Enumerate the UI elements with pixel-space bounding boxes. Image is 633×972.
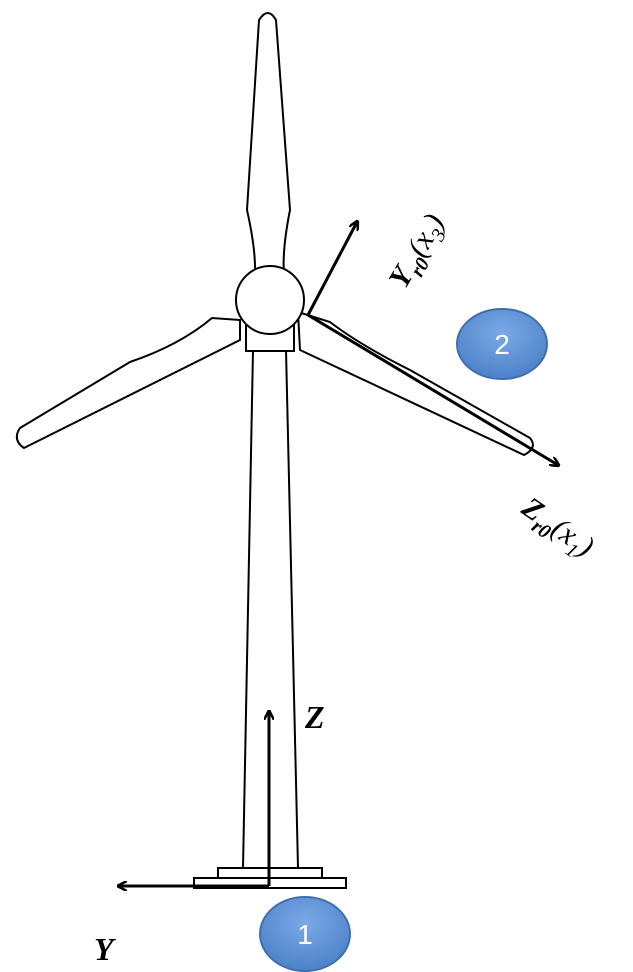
z-r0-label: Zr0(x1): [512, 490, 600, 568]
svg-text:Zr0(x1): Zr0(x1): [512, 490, 600, 568]
blade-up: [245, 12, 292, 276]
frame-1-badge: 1: [259, 896, 351, 972]
svg-text:Yr0(x3): Yr0(x3): [382, 208, 456, 296]
y-r0-axis-arrow: [306, 222, 357, 316]
z-r0-axis-arrow: [307, 313, 558, 465]
blade-left: [15, 316, 241, 450]
frame-2-badge: 2: [456, 308, 548, 380]
hub: [235, 265, 305, 335]
blade-right: [296, 310, 534, 457]
svg-text:1: 1: [297, 919, 313, 950]
z-axis-label: Z: [304, 699, 325, 735]
svg-text:2: 2: [494, 329, 510, 360]
y-axis-label: Y: [94, 931, 116, 967]
y-r0-label: Yr0(x3): [382, 208, 456, 296]
